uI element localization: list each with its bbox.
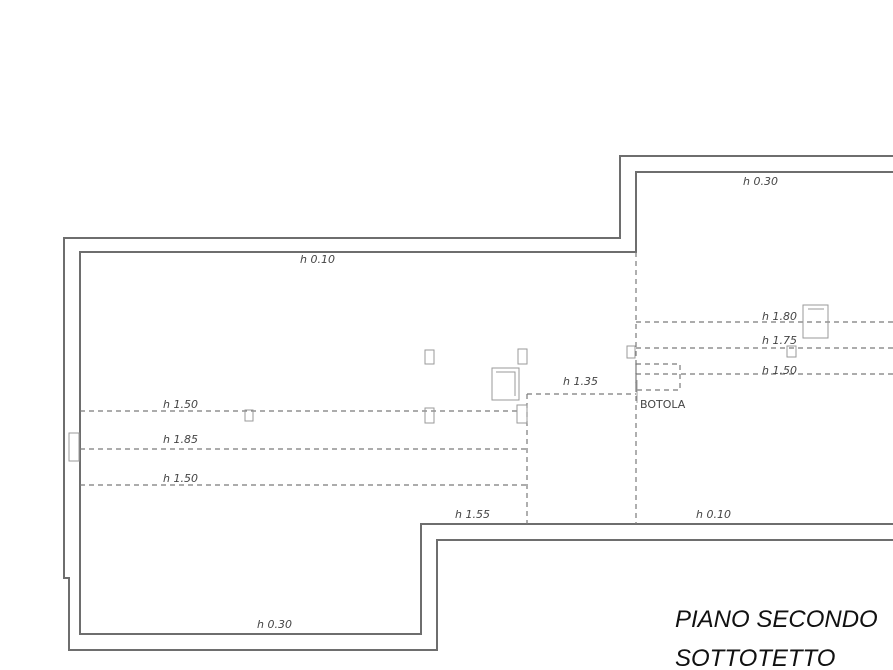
column-4 — [517, 348, 528, 365]
chimney-left — [491, 367, 520, 401]
label-h-180: h 1.80 — [762, 310, 797, 323]
chimney-right — [802, 304, 829, 339]
column-5 — [516, 404, 528, 424]
plan-title-line1: PIANO SECONDO — [675, 606, 878, 633]
label-h-150-upper: h 1.50 — [163, 398, 198, 411]
label-h-175: h 1.75 — [762, 334, 797, 347]
label-h-185: h 1.85 — [163, 433, 198, 446]
window-left — [68, 432, 80, 462]
column-6 — [626, 345, 636, 359]
column-2 — [424, 349, 435, 365]
label-h-030-top-right: h 0.30 — [743, 175, 778, 188]
column-1 — [244, 409, 254, 422]
label-h-150-right: h 1.50 — [762, 364, 797, 377]
label-h-010-bottom: h 0.10 — [696, 508, 731, 521]
label-h-030-bottom: h 0.30 — [257, 618, 292, 631]
label-h-010-top: h 0.10 — [300, 253, 335, 266]
plan-title-line2: SOTTOTETTO — [675, 645, 835, 670]
column-7 — [786, 345, 797, 358]
botola-hatch — [635, 363, 681, 391]
label-h-155: h 1.55 — [455, 508, 490, 521]
inner-wall — [79, 171, 893, 635]
label-h-135: h 1.35 — [563, 375, 598, 388]
column-3 — [424, 407, 435, 424]
outer-wall — [63, 155, 893, 651]
label-h-150-lower: h 1.50 — [163, 472, 198, 485]
label-botola: BOTOLA — [640, 398, 686, 411]
